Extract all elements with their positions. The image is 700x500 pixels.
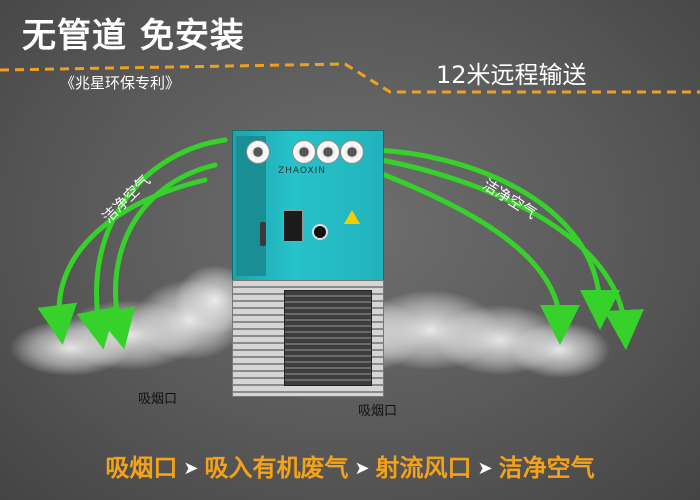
- green-arrows-right: [362, 147, 644, 350]
- flow-step: 吸入有机废气: [204, 454, 349, 482]
- door-handle: [260, 222, 266, 246]
- jet-outlet-icon: [340, 140, 364, 164]
- patent-label: 《兆星环保专利》: [60, 74, 181, 92]
- brand-label: ZHAOXIN: [278, 166, 326, 176]
- control-panel-icon: [283, 210, 303, 242]
- warning-sign-icon: [344, 210, 360, 224]
- flow-step: 射流风口: [375, 454, 472, 482]
- chevron-right-icon: ➤: [354, 458, 370, 479]
- page-title: 无管道 免安装: [22, 16, 245, 56]
- flow-step: 洁净空气: [498, 454, 595, 482]
- chevron-right-icon: ➤: [183, 458, 199, 479]
- intake-label-left: 吸烟口: [138, 392, 178, 407]
- process-flow: 吸烟口➤吸入有机废气➤射流风口➤洁净空气: [0, 448, 700, 483]
- intake-label-right: 吸烟口: [358, 404, 398, 419]
- orange-dashed-line-left: [0, 62, 700, 94]
- jet-outlet-icon: [292, 140, 316, 164]
- distance-label: 12米远程输送: [436, 61, 587, 89]
- flow-step: 吸烟口: [105, 454, 178, 482]
- power-knob-icon: [312, 224, 328, 240]
- green-arrows-left: [37, 137, 228, 350]
- smoke-cloud-left: [10, 265, 255, 376]
- intake-grille-inner: [284, 290, 372, 386]
- chevron-right-icon: ➤: [477, 458, 493, 479]
- jet-outlet-icon: [246, 140, 270, 164]
- jet-outlet-icon: [316, 140, 340, 164]
